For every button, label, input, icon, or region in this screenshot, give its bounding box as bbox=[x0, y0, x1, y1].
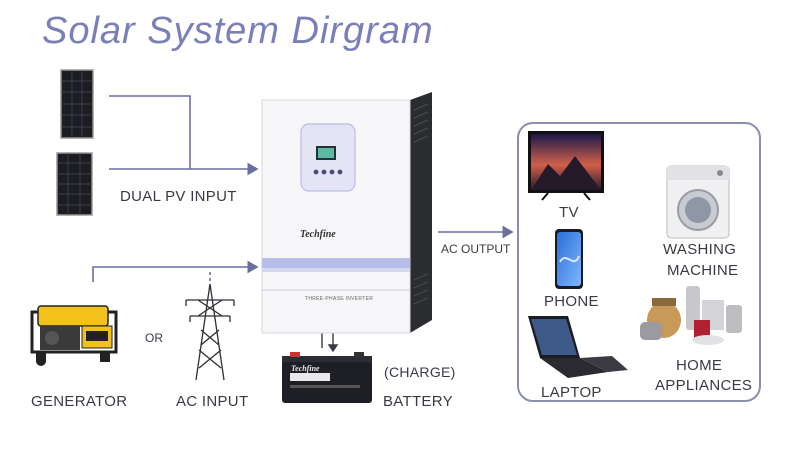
inverter-panel-text: THREE-PHASE INVERTER bbox=[305, 296, 374, 302]
generator-label: GENERATOR bbox=[31, 393, 128, 410]
ac-input-connector bbox=[92, 260, 259, 284]
phone-icon bbox=[555, 229, 583, 289]
battery-unit bbox=[282, 352, 372, 403]
phone-label: PHONE bbox=[544, 293, 599, 310]
generator-unit bbox=[30, 305, 118, 366]
home-appliances-icon bbox=[640, 286, 742, 345]
tv-label: TV bbox=[559, 204, 579, 221]
diagram-title: Solar System Dirgram bbox=[42, 10, 434, 52]
battery-brand: Techfine bbox=[291, 364, 320, 373]
ac-output-group bbox=[517, 122, 761, 402]
appliances-label: APPLIANCES bbox=[655, 377, 753, 394]
transmission-tower bbox=[185, 283, 235, 381]
or-label: OR bbox=[145, 331, 163, 345]
inverter-unit bbox=[261, 92, 432, 334]
ac-input-label: AC INPUT bbox=[176, 393, 249, 410]
washing-label: WASHING bbox=[663, 241, 737, 258]
charge-label: (CHARGE) bbox=[384, 364, 456, 380]
washing-machine-icon bbox=[666, 165, 730, 239]
ac-output-label: AC OUTPUT bbox=[441, 242, 511, 256]
laptop-icon bbox=[528, 316, 628, 378]
tv-icon bbox=[528, 131, 604, 201]
laptop-label: LAPTOP bbox=[541, 384, 602, 401]
home-label: HOME bbox=[676, 357, 723, 374]
dual-pv-input-label: DUAL PV INPUT bbox=[120, 188, 237, 205]
battery-label: BATTERY bbox=[383, 393, 453, 410]
solar-panel-bottom bbox=[56, 152, 93, 216]
machine-label: MACHINE bbox=[667, 262, 739, 279]
solar-panel-top bbox=[60, 69, 94, 139]
pv-connector bbox=[109, 95, 259, 176]
inverter-brand: Techfine bbox=[300, 229, 336, 240]
